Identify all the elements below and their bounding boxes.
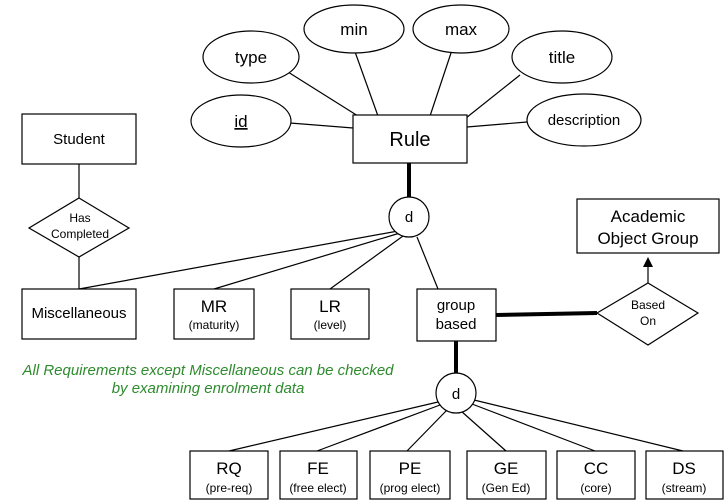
attribute-title-label: title xyxy=(549,48,575,67)
relationship-has-completed: Has Completed xyxy=(27,197,131,258)
note-line1: All Requirements except Miscellaneous ca… xyxy=(21,362,394,379)
entity-ge-label: GE xyxy=(494,459,519,478)
entity-lr-sub: (level) xyxy=(314,318,347,332)
entity-fe: FE (free elect) xyxy=(279,450,358,500)
relationship-based-on: Based On xyxy=(595,282,700,346)
note-line2: by examining enrolment data xyxy=(112,380,305,397)
attribute-min-label: min xyxy=(340,20,367,39)
entity-miscellaneous-label: Miscellaneous xyxy=(31,305,126,322)
entity-mr-sub: (maturity) xyxy=(189,318,240,332)
entity-fe-sub: (free elect) xyxy=(289,481,346,495)
entity-cc: CC (core) xyxy=(556,450,636,500)
entity-ge-sub: (Gen Ed) xyxy=(482,481,531,495)
entity-lr: LR (level) xyxy=(290,288,370,340)
entity-cc-label: CC xyxy=(584,459,609,478)
entity-rq-sub: (pre-req) xyxy=(206,481,253,495)
attribute-id-label: id xyxy=(234,112,247,131)
entity-fe-label: FE xyxy=(307,459,329,478)
entity-academic-object-group: Academic Object Group xyxy=(576,198,720,254)
entity-mr-label: MR xyxy=(201,297,227,316)
attribute-description-label: description xyxy=(548,112,621,129)
entity-miscellaneous: Miscellaneous xyxy=(21,288,137,340)
entity-rq: RQ (pre-req) xyxy=(189,450,269,500)
attribute-min: min xyxy=(303,4,405,54)
attribute-type: type xyxy=(202,30,300,84)
entity-rule-label: Rule xyxy=(389,129,430,151)
entity-rq-label: RQ xyxy=(216,459,242,478)
group-based-line2: based xyxy=(436,316,477,333)
entity-pe: PE (prog elect) xyxy=(369,450,451,500)
based-on-line1: Based xyxy=(631,298,665,312)
entity-ds-sub: (stream) xyxy=(662,481,707,495)
attribute-max: max xyxy=(412,4,510,54)
entity-ds-label: DS xyxy=(672,459,696,478)
attribute-max-label: max xyxy=(445,20,478,39)
entity-student: Student xyxy=(21,113,137,165)
entity-pe-label: PE xyxy=(399,459,422,478)
entity-cc-sub: (core) xyxy=(580,481,611,495)
note: All Requirements except Miscellaneous ca… xyxy=(21,362,394,397)
disjoint-circle-top: d xyxy=(388,196,430,238)
based-on-line2: On xyxy=(640,314,656,328)
entity-ds: DS (stream) xyxy=(645,450,724,500)
disjoint-top-label: d xyxy=(405,209,413,226)
disjoint-circle-bottom: d xyxy=(435,372,477,414)
academic-object-group-line2: Object Group xyxy=(597,229,698,248)
entity-lr-label: LR xyxy=(319,297,341,316)
has-completed-line1: Has xyxy=(69,211,90,225)
entity-ge: GE (Gen Ed) xyxy=(466,450,547,500)
entity-mr: MR (maturity) xyxy=(173,288,255,340)
attribute-connectors xyxy=(287,48,528,129)
has-completed-line2: Completed xyxy=(51,227,109,241)
disjoint-bottom-label: d xyxy=(452,386,460,403)
academic-object-group-line1: Academic xyxy=(611,207,686,226)
attribute-type-label: type xyxy=(235,48,267,67)
entity-group-based: group based xyxy=(416,288,497,342)
attribute-title: title xyxy=(511,30,613,84)
entity-pe-sub: (prog elect) xyxy=(380,481,441,495)
attribute-description: description xyxy=(526,93,642,147)
group-based-line1: group xyxy=(437,297,475,314)
attribute-id: id xyxy=(190,94,292,148)
hierarchy-lines xyxy=(78,163,684,452)
entity-student-label: Student xyxy=(53,131,106,148)
entity-rule: Rule xyxy=(352,114,468,164)
